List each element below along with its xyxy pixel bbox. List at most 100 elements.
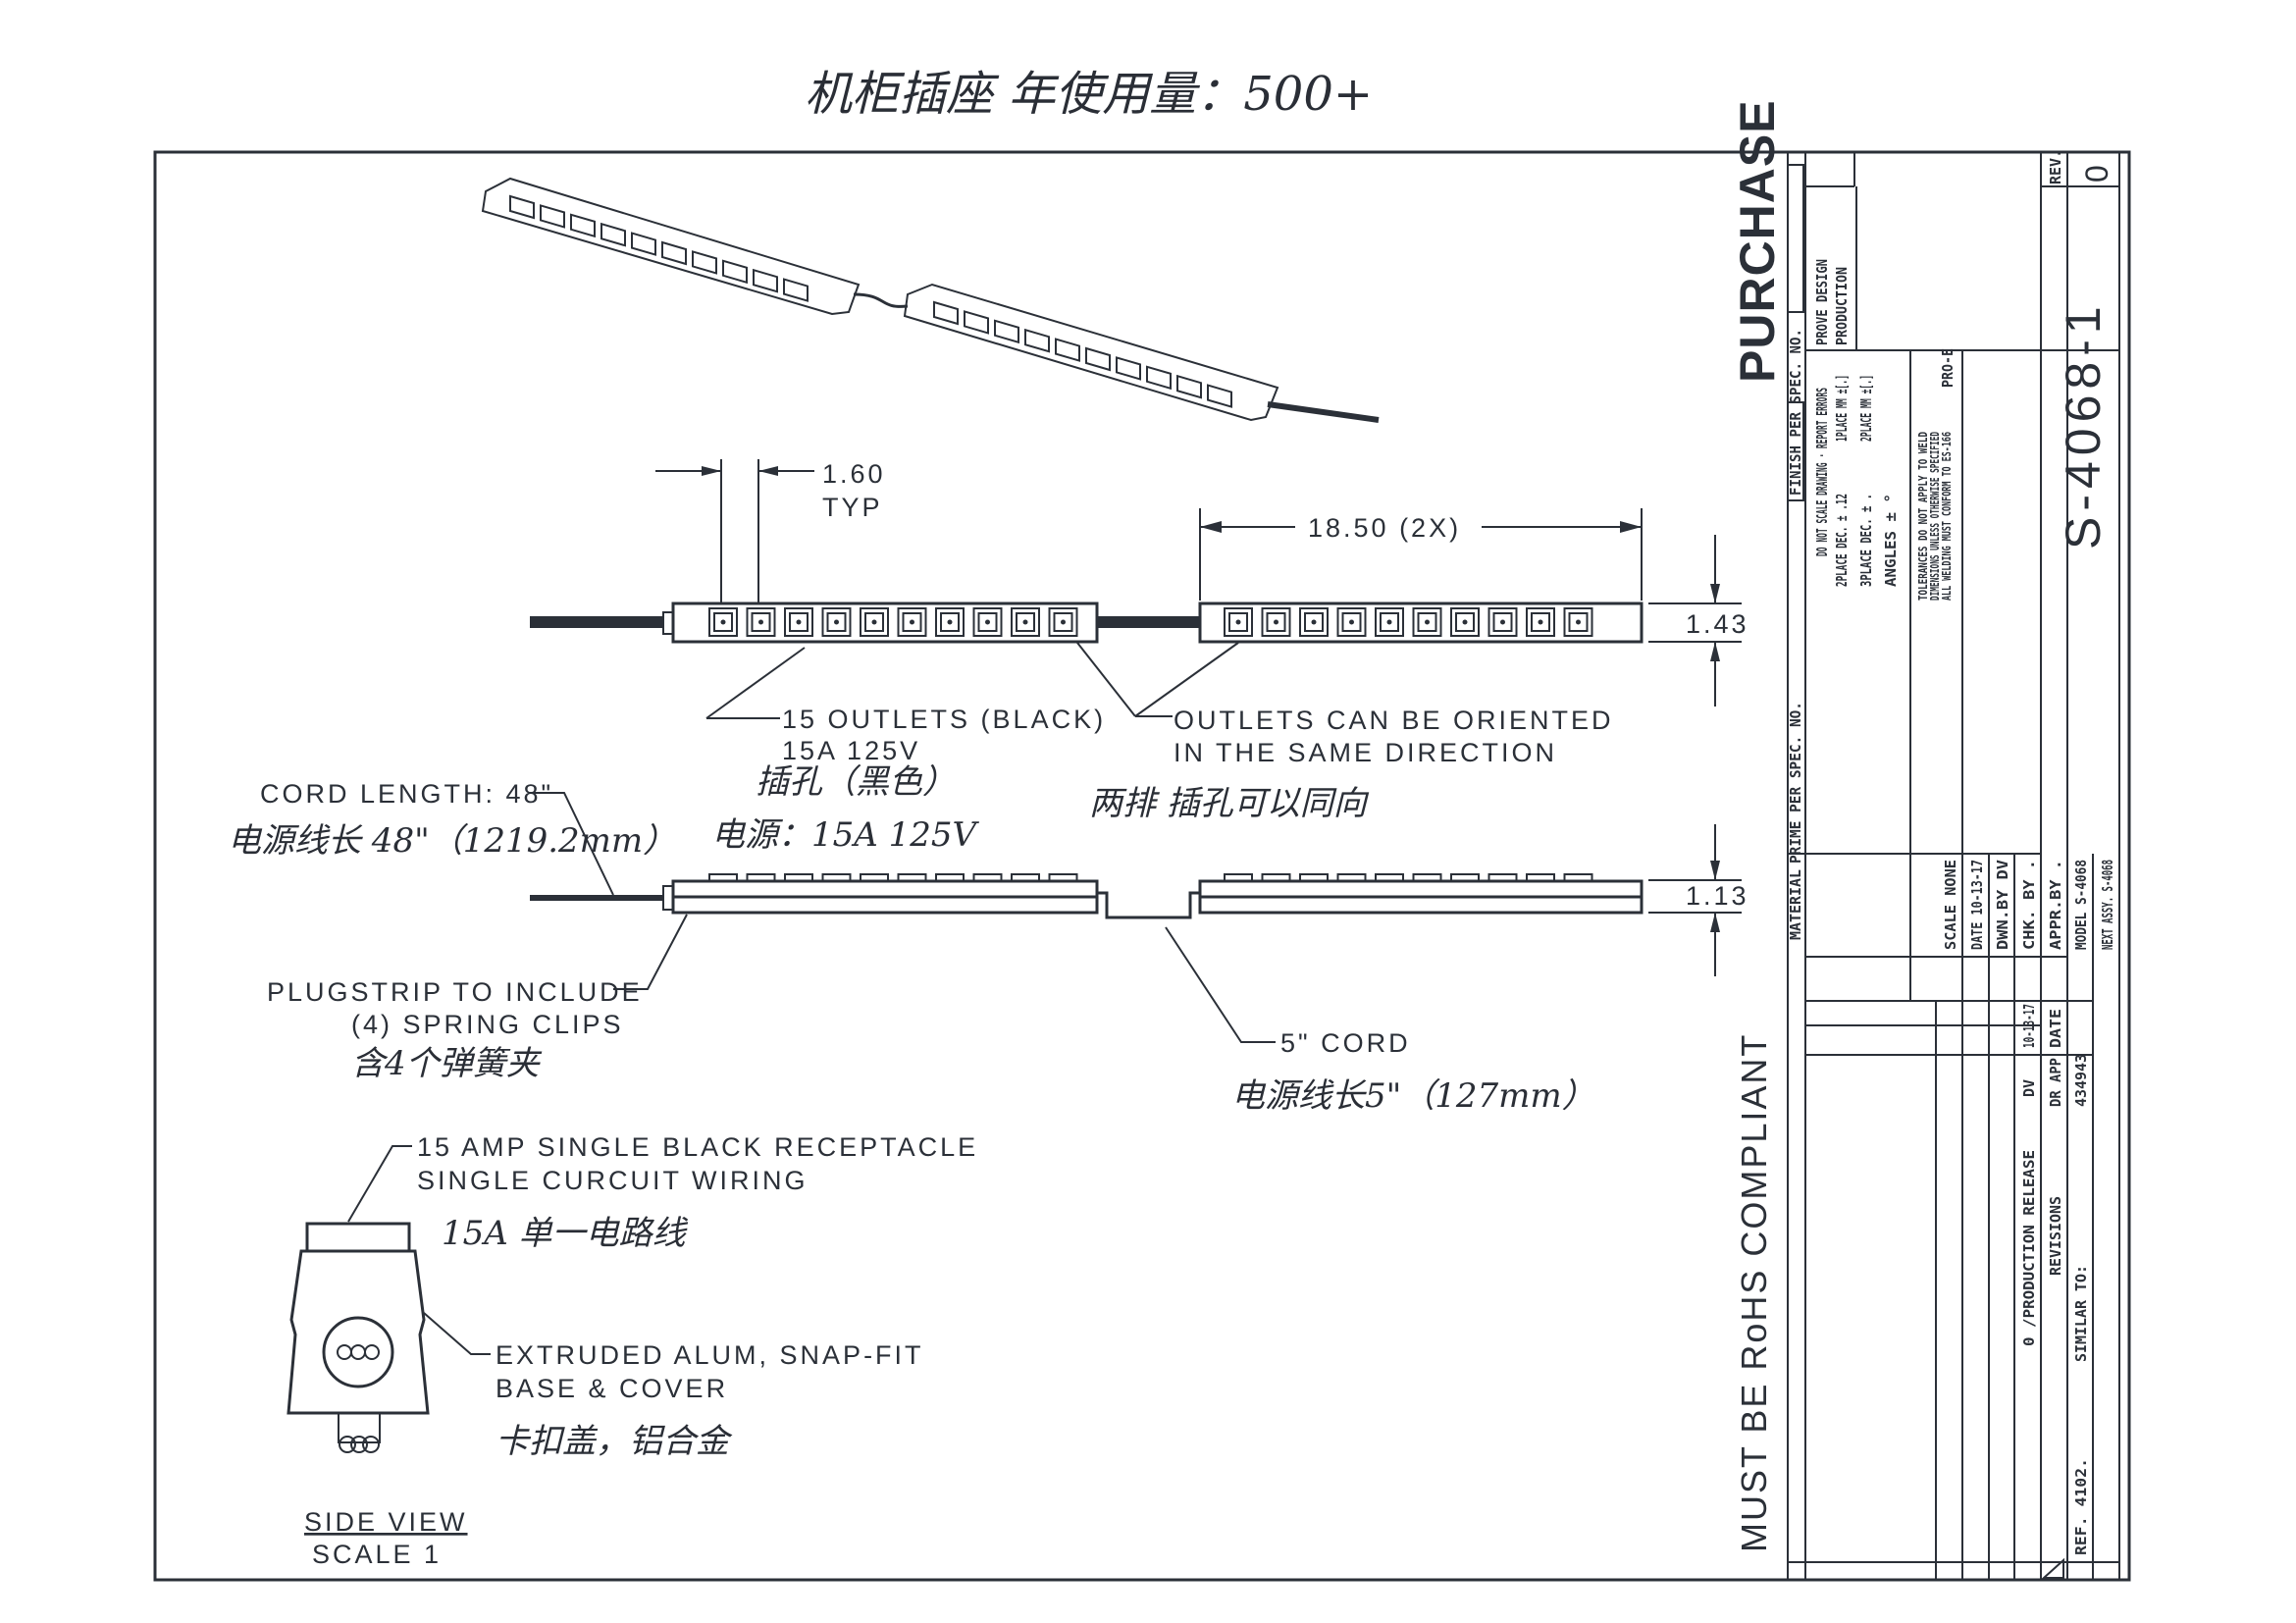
outlet-profile: [1336, 873, 1367, 882]
iso-jumper-cord: [853, 292, 909, 308]
iso-outlet-icon: [509, 194, 535, 220]
iso-outlet-icon: [570, 213, 596, 238]
orient-note-2: IN THE SAME DIRECTION: [1174, 738, 1557, 767]
rev-value: 0: [2079, 165, 2114, 183]
iso-strip-2: [903, 283, 1279, 422]
isometric-view: [481, 177, 1380, 423]
short-cord-handwritten: 电源线长5"（127mm）: [1231, 1076, 1595, 1116]
outlet-profile: [972, 873, 1003, 882]
title-block-date: DATE 10-13-17: [1968, 860, 1986, 950]
title-block-do-not-scale: DO NOT SCALE DRAWING · REPORT ERRORS: [1813, 388, 1831, 556]
outlet-icon: [784, 607, 813, 637]
outlet-profile: [708, 873, 738, 882]
iso-outlet-icon: [661, 240, 687, 266]
iso-outlet-icon: [753, 268, 778, 293]
extrusion-profile: [287, 1249, 430, 1415]
profile-jumper-cord: [1097, 891, 1200, 919]
outlet-profile: [860, 873, 889, 882]
iso-outlet-icon: [1176, 374, 1202, 399]
outlets-note-2: 15A 125V: [782, 736, 920, 765]
receptacle-note-1: 15 AMP SINGLE BLACK RECEPTACLE: [417, 1132, 978, 1162]
drawing-number: S-4068-1: [2056, 300, 2111, 550]
title-block-material: MATERIAL: [1787, 869, 1804, 940]
side-height-value: 1.13: [1686, 881, 1749, 911]
outlet-profile: [1224, 873, 1253, 882]
outlet-profile: [1048, 873, 1078, 882]
handwritten-title: 机柜插座 年使用量：500+: [805, 67, 1373, 122]
outlet-icon: [1526, 607, 1555, 637]
outlet-profile: [1299, 873, 1329, 882]
iso-strip-1: [481, 177, 861, 316]
title-block-revisions-header: REVISIONS: [2047, 1196, 2064, 1276]
dimension-outlet-pitch: 1.60 TYP: [655, 459, 886, 603]
title-block-prove-design: PROVE DESIGN: [1813, 259, 1831, 345]
outlet-profile: [1563, 873, 1593, 882]
iso-outlet-icon: [783, 278, 809, 302]
extrusion-note-1: EXTRUDED ALUM, SNAP-FIT: [496, 1340, 924, 1370]
outlet-profile: [1375, 873, 1404, 882]
short-cord-note: 5" CORD: [1280, 1028, 1411, 1058]
iso-outlet-icon: [692, 250, 717, 275]
title-block-checked-by: CHK. BY .: [2020, 860, 2038, 950]
outlet-icon: [1011, 607, 1040, 637]
title-block-tol-note1: TOLERANCES DO NOT APPLY TO WELD: [1916, 432, 1930, 601]
outlet-icon: [860, 607, 889, 637]
outlet-icon: [1412, 607, 1442, 637]
title-block-approved-by: APPR.BY .: [2047, 860, 2064, 950]
iso-power-cord: [1267, 401, 1380, 423]
outlets-handwritten-2: 电源：15A 125V: [711, 815, 980, 855]
iso-outlet-icon: [933, 300, 959, 326]
title-block-similar-to: SIMILAR TO:: [2072, 1265, 2090, 1362]
outlet-icon: [708, 607, 738, 637]
outlet-profile: [1412, 873, 1442, 882]
cord-length-handwritten: 电源线长 48"（1219.2mm）: [228, 821, 676, 861]
receptacle-note-2: SINGLE CURCUIT WIRING: [417, 1166, 809, 1195]
outlets-note-1: 15 OUTLETS (BLACK): [782, 705, 1106, 734]
title-block-date-header: DATE: [2047, 1009, 2064, 1048]
front-height-value: 1.43: [1686, 609, 1749, 639]
outlet-icon: [897, 607, 927, 637]
title-block-production: PRODUCTION: [1833, 267, 1851, 345]
title-block-tol-2place: 2PLACE DEC. ± .12: [1833, 494, 1851, 587]
outlet-profile: [1261, 873, 1291, 882]
title-block-drawn-by: DWN.BY DV: [1994, 860, 2011, 950]
title-block-cad: PRO-E: [1939, 348, 1957, 388]
title-block-rev-date: 10-13-17: [2020, 1004, 2038, 1048]
front-view: [530, 602, 1644, 644]
title-block-similar-no: 434943: [2072, 1054, 2090, 1107]
outlet-icon: [746, 607, 776, 637]
iso-outlet-icon: [1146, 365, 1172, 391]
iso-outlet-icon: [600, 222, 626, 247]
dimension-front-height: 1.43: [1648, 535, 1749, 707]
iso-outlet-icon: [964, 310, 989, 335]
title-block-tol-note3: ALL WELDING MUST CONFORM TO ES-166: [1940, 432, 1954, 601]
outlet-icon: [1563, 607, 1593, 637]
outlet-profile: [1487, 873, 1518, 882]
outlets-handwritten-1: 插孔（黑色）: [756, 762, 956, 802]
iso-outlet-icon: [1085, 346, 1111, 372]
outlet-profile: [1450, 873, 1480, 882]
outlet-icon: [1450, 607, 1480, 637]
outlet-icon: [1487, 607, 1518, 637]
title-block-tol-3place: 3PLACE DEC. ± .: [1857, 494, 1875, 587]
outlet-pitch-typ: TYP: [822, 493, 883, 522]
outlet-profile: [821, 873, 852, 882]
profile-view: 1.13: [530, 824, 1749, 976]
outlet-icon: [935, 607, 965, 637]
title-block-dr-app: DR APP: [2047, 1058, 2064, 1107]
outlet-pitch-value: 1.60: [822, 459, 886, 489]
iso-outlet-icon: [1207, 384, 1232, 408]
title-block-scale: SCALE NONE: [1942, 860, 1959, 950]
drawing-border: [153, 150, 2131, 1582]
clips-note-1: PLUGSTRIP TO INCLUDE: [267, 977, 643, 1007]
title-block-prime: PRIME PER SPEC. NO.: [1787, 702, 1804, 864]
strip-2-front: [1198, 602, 1644, 644]
iso-outlet-icon: [1116, 356, 1141, 381]
outlet-profile: [746, 873, 776, 882]
iso-outlet-icon: [1055, 338, 1080, 362]
outlet-profile: [784, 873, 813, 882]
outlet-profile: [897, 873, 927, 882]
title-block-rev-dr: DV: [2020, 1079, 2038, 1097]
extrusion-note-2: BASE & COVER: [496, 1374, 728, 1403]
